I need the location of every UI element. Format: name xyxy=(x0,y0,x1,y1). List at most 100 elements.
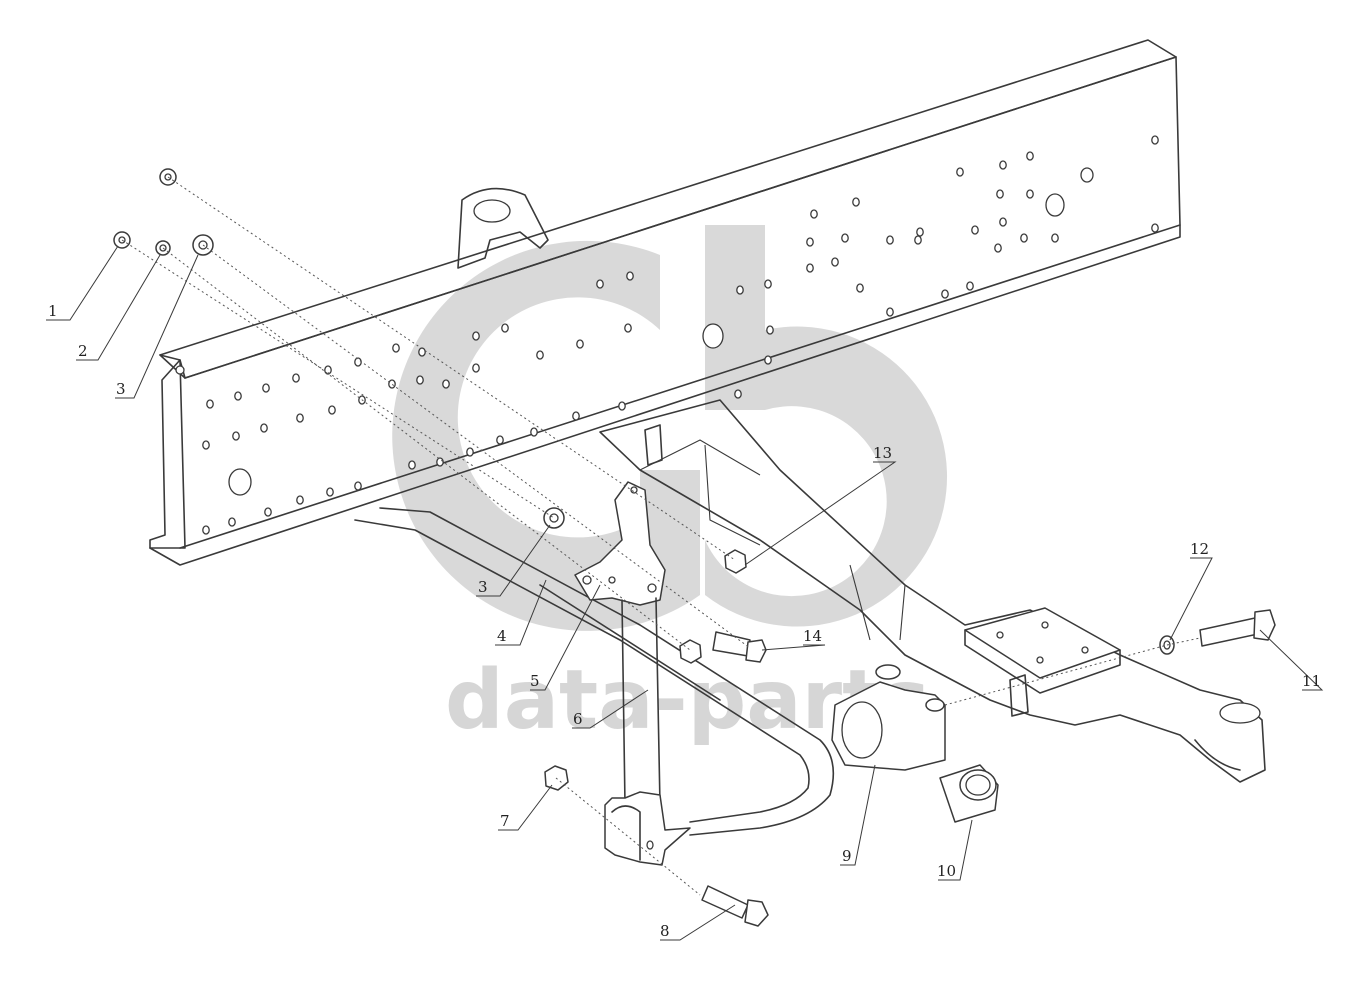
rail-hole xyxy=(416,375,424,385)
rail-hole xyxy=(914,235,922,245)
rail-hole xyxy=(764,279,772,289)
rail-hole xyxy=(766,325,774,335)
rail-hole xyxy=(576,339,584,349)
callout-11: 11 xyxy=(1302,672,1321,690)
rail-hole xyxy=(734,389,742,399)
callout-leaders xyxy=(46,245,1324,941)
bolt-11 xyxy=(1199,609,1276,647)
callout-6: 6 xyxy=(573,710,583,728)
assembly-lines xyxy=(121,176,1201,896)
rail-hole xyxy=(354,481,362,491)
rail-hole xyxy=(296,495,304,505)
rail-hole xyxy=(626,271,634,281)
rail-hole xyxy=(856,283,864,293)
rail-hole xyxy=(388,379,396,389)
rail-hole xyxy=(966,281,974,291)
rail-hole xyxy=(941,289,949,299)
callout-1: 1 xyxy=(48,302,58,320)
rail-hole xyxy=(736,285,744,295)
callout-2: 2 xyxy=(78,342,88,360)
rail-hole xyxy=(228,517,236,527)
rail-hole xyxy=(496,435,504,445)
callout-7: 7 xyxy=(500,812,510,830)
rail-hole xyxy=(292,373,300,383)
rail-hole xyxy=(296,413,304,423)
frame-rail-holes xyxy=(202,135,1159,535)
callout-labels: 1 2 3 3 4 5 6 7 8 9 10 11 12 13 14 xyxy=(48,302,1321,940)
callout-13: 13 xyxy=(873,444,892,462)
rail-hole xyxy=(1020,233,1028,243)
rail-hole xyxy=(994,243,1002,253)
rail-hole xyxy=(232,431,240,441)
rail-hole xyxy=(234,391,242,401)
callout-12: 12 xyxy=(1190,540,1209,558)
rail-hole xyxy=(841,233,849,243)
nut-13 xyxy=(724,549,747,574)
rail-hole xyxy=(408,460,416,470)
rail-hole xyxy=(326,487,334,497)
bushing-clamp xyxy=(831,664,946,771)
callout-4: 4 xyxy=(497,627,507,645)
rail-hole xyxy=(596,279,604,289)
rail-hole xyxy=(472,363,480,373)
rail-hole xyxy=(916,227,924,237)
rail-hole xyxy=(764,355,772,365)
rail-hole xyxy=(262,383,270,393)
rail-hole xyxy=(1051,233,1059,243)
rail-hole xyxy=(354,357,362,367)
rail-hole xyxy=(260,423,268,433)
rail-hole xyxy=(436,457,444,467)
cross-arm xyxy=(599,399,1266,783)
rail-hole xyxy=(1026,151,1034,161)
rail-hole xyxy=(472,331,480,341)
rail-hole xyxy=(264,507,272,517)
bolt-8 xyxy=(701,885,769,927)
rail-hole xyxy=(202,525,210,535)
rail-hole xyxy=(466,447,474,457)
rail-hole xyxy=(202,440,210,450)
rail-hole xyxy=(1026,189,1034,199)
rail-hole xyxy=(956,167,964,177)
callout-10: 10 xyxy=(937,862,956,880)
rail-hole xyxy=(328,405,336,415)
nut-lower xyxy=(679,639,702,664)
rail-hole xyxy=(530,427,538,437)
rail-hole xyxy=(392,343,400,353)
link-bracket xyxy=(574,481,666,606)
frame-rail xyxy=(149,39,1181,566)
rail-hole xyxy=(618,401,626,411)
rail-hole xyxy=(501,323,509,333)
drop-link-rod xyxy=(604,597,691,866)
rail-hole xyxy=(806,263,814,273)
callout-3b: 3 xyxy=(478,578,488,596)
callout-3a: 3 xyxy=(116,380,126,398)
rail-hole xyxy=(810,209,818,219)
stabilizer-bar xyxy=(354,507,835,836)
rail-hole xyxy=(1151,135,1159,145)
bolt-14 xyxy=(712,631,767,663)
rail-hole xyxy=(1151,223,1159,233)
rail-hole xyxy=(831,257,839,267)
rail-hole xyxy=(886,307,894,317)
rail-hole xyxy=(996,189,1004,199)
rail-hole xyxy=(999,160,1007,170)
washer-3b xyxy=(543,507,565,529)
rail-hole xyxy=(886,235,894,245)
callout-14: 14 xyxy=(803,627,822,645)
rail-hole xyxy=(442,379,450,389)
callout-8: 8 xyxy=(660,922,670,940)
watermark-logo xyxy=(392,225,948,631)
callout-9: 9 xyxy=(842,847,852,865)
rail-hole xyxy=(806,237,814,247)
rail-hole xyxy=(624,323,632,333)
rail-hole xyxy=(572,411,580,421)
rail-hole xyxy=(852,197,860,207)
rail-hole xyxy=(206,399,214,409)
upper-bracket xyxy=(457,187,549,269)
rail-hole xyxy=(418,347,426,357)
rail-hole xyxy=(999,217,1007,227)
rubber-bushing xyxy=(939,764,999,823)
callout-5: 5 xyxy=(530,672,540,690)
rail-hole xyxy=(971,225,979,235)
rail-hole xyxy=(536,350,544,360)
